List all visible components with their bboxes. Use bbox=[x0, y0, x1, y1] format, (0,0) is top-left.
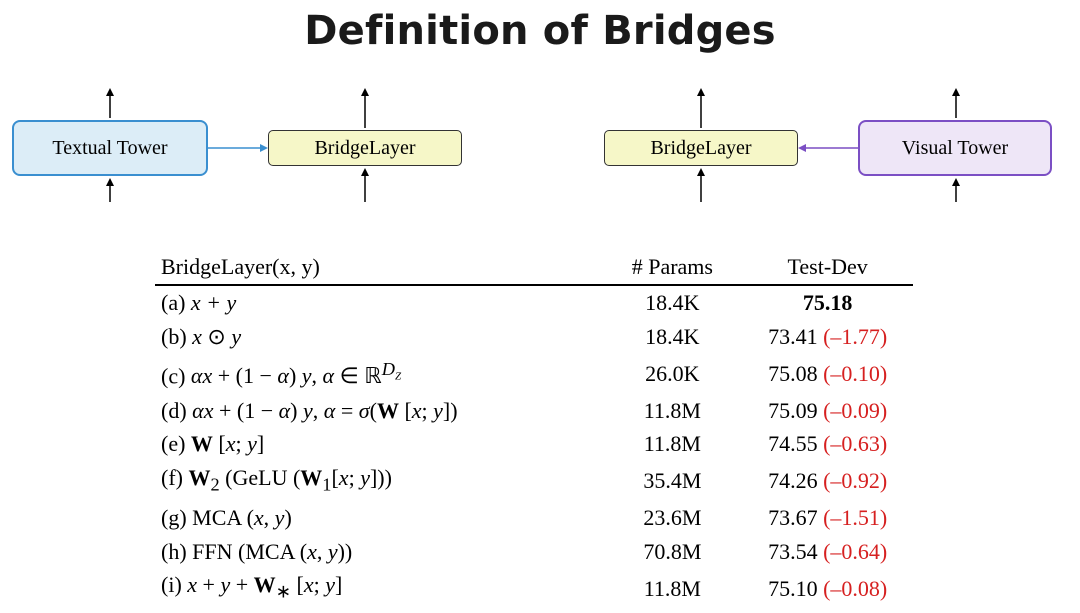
table-row: (g) MCA (x, y) 23.6M 73.67 (–1.51) bbox=[155, 501, 913, 535]
row-label: (b) bbox=[161, 323, 187, 349]
textual-tower-box: Textual Tower bbox=[12, 120, 208, 176]
header-params: # Params bbox=[631, 254, 713, 279]
row-label: (i) bbox=[161, 572, 182, 598]
row-formula: x + y + W∗ [x; y] bbox=[187, 572, 343, 602]
row-params: 18.4K bbox=[645, 290, 700, 316]
row-score: 73.41 bbox=[768, 323, 818, 349]
row-score: 74.55 bbox=[768, 431, 818, 457]
row-params: 70.8M bbox=[643, 538, 702, 564]
row-params: 11.8M bbox=[643, 397, 701, 423]
row-score: 75.08 bbox=[768, 360, 818, 386]
row-score: 73.67 bbox=[768, 505, 818, 531]
table-row: (e) W [x; y] 11.8M 74.55 (–0.63) bbox=[155, 427, 913, 461]
row-label: (g) bbox=[161, 505, 187, 531]
row-formula: MCA (x, y) bbox=[192, 505, 292, 531]
table-row: (d) αx + (1 − α) y, α = σ(W [x; y]) 11.8… bbox=[155, 394, 913, 428]
row-delta: (–0.63) bbox=[823, 431, 888, 457]
row-params: 18.4K bbox=[645, 323, 700, 349]
row-params: 35.4M bbox=[643, 468, 702, 494]
table-row: (b) x ⊙ y 18.4K 73.41 (–1.77) bbox=[155, 320, 913, 354]
row-score: 73.54 bbox=[768, 538, 818, 564]
row-formula: x + y bbox=[190, 290, 237, 316]
table-row: (a) x + y 18.4K 75.18 bbox=[155, 285, 913, 320]
page-title: Definition of Bridges bbox=[304, 8, 776, 54]
row-delta: (–1.51) bbox=[823, 505, 888, 531]
row-label: (e) bbox=[161, 431, 186, 457]
row-formula: FFN (MCA (x, y)) bbox=[192, 538, 353, 564]
row-params: 23.6M bbox=[643, 505, 702, 531]
row-score: 75.10 bbox=[768, 575, 818, 601]
bridge-layer-right-box: BridgeLayer bbox=[604, 130, 798, 166]
row-params: 11.8M bbox=[643, 575, 701, 601]
row-formula: W2 (GeLU (W1[x; y])) bbox=[188, 464, 392, 495]
row-params: 11.8M bbox=[643, 431, 701, 457]
row-formula: x ⊙ y bbox=[192, 323, 242, 349]
table-row: (c) αx + (1 − α) y, α ∈ ℝDZ 26.0K 75.08 … bbox=[155, 353, 913, 394]
row-formula: αx + (1 − α) y, α ∈ ℝDZ bbox=[190, 359, 402, 389]
row-label: (c) bbox=[161, 363, 186, 389]
row-score: 74.26 bbox=[768, 468, 818, 494]
header-bridgelayer: BridgeLayer(x, y) bbox=[161, 254, 320, 279]
row-label: (h) bbox=[161, 538, 187, 564]
row-delta: (–0.09) bbox=[823, 397, 888, 423]
bridge-layer-left-box: BridgeLayer bbox=[268, 130, 462, 166]
row-label: (d) bbox=[161, 397, 187, 423]
table-header-row: BridgeLayer(x, y) # Params Test-Dev bbox=[155, 252, 913, 285]
row-delta: (–0.92) bbox=[823, 468, 888, 494]
table-row: (i) x + y + W∗ [x; y] 11.8M 75.10 (–0.08… bbox=[155, 568, 913, 608]
row-delta: (–1.77) bbox=[823, 323, 888, 349]
row-delta: (–0.10) bbox=[823, 360, 888, 386]
row-score: 75.18 bbox=[802, 290, 853, 316]
row-label: (a) bbox=[161, 290, 186, 316]
results-table: BridgeLayer(x, y) # Params Test-Dev (a) … bbox=[155, 252, 913, 608]
row-label: (f) bbox=[161, 464, 183, 490]
header-test-dev: Test-Dev bbox=[787, 254, 868, 279]
table-row: (f) W2 (GeLU (W1[x; y])) 35.4M 74.26 (–0… bbox=[155, 461, 913, 501]
table-row: (h) FFN (MCA (x, y)) 70.8M 73.54 (–0.64) bbox=[155, 535, 913, 569]
row-delta: (–0.08) bbox=[823, 575, 888, 601]
bridge-diagram bbox=[106, 88, 960, 202]
row-formula: W [x; y] bbox=[190, 431, 265, 457]
visual-tower-box: Visual Tower bbox=[858, 120, 1052, 176]
row-score: 75.09 bbox=[768, 397, 818, 423]
row-delta: (–0.64) bbox=[823, 538, 888, 564]
row-formula: αx + (1 − α) y, α = σ(W [x; y]) bbox=[192, 397, 458, 423]
row-params: 26.0K bbox=[645, 360, 700, 386]
